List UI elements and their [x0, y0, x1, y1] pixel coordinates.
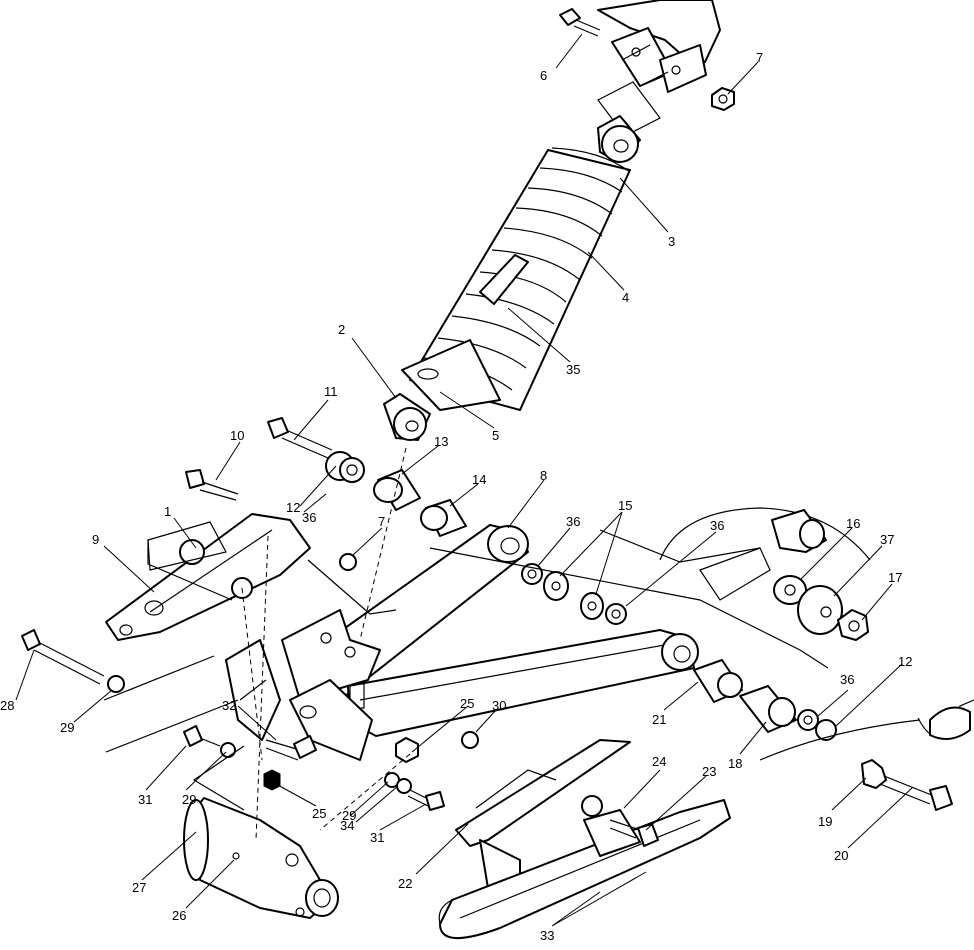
washer-30 — [461, 731, 479, 749]
nut-7-lower — [339, 553, 357, 571]
spacer-24 — [581, 795, 603, 817]
rocker-bracket — [105, 513, 311, 641]
spacer-36-c — [797, 709, 819, 731]
bolt-11 — [267, 417, 333, 459]
washer-29-left — [107, 675, 125, 693]
star-washer-19 — [861, 759, 887, 789]
callout-25-left: 25 — [312, 806, 326, 821]
callout-19: 19 — [818, 814, 832, 829]
spindle-housing — [183, 797, 339, 919]
washer-15-a — [543, 571, 569, 601]
callout-31-left: 31 — [138, 792, 152, 807]
upper-mount-bracket — [597, 0, 721, 137]
bushing-16 — [773, 575, 807, 605]
washer-12-lower — [815, 719, 837, 741]
callout-6: 6 — [540, 68, 547, 83]
callout-15: 15 — [618, 498, 632, 513]
callout-26: 26 — [172, 908, 186, 923]
leader-lines — [15, 33, 913, 927]
adjuster-32 — [265, 735, 317, 761]
callout-3: 3 — [668, 234, 675, 249]
callout-29-mid: 29 — [182, 792, 196, 807]
callout-18: 18 — [728, 756, 742, 771]
washer-15-b — [580, 592, 604, 620]
bracket-right — [759, 699, 974, 761]
spacer-36-a — [521, 563, 543, 585]
callout-9: 9 — [92, 532, 99, 547]
callout-27: 27 — [132, 880, 146, 895]
bolt-10 — [185, 469, 239, 501]
callout-21: 21 — [652, 712, 666, 727]
callout-36-a: 36 — [302, 510, 316, 525]
bolt-6 — [559, 8, 601, 37]
bushing-21 — [693, 659, 743, 703]
shock-absorber — [383, 115, 641, 441]
bolt-28 — [21, 629, 105, 685]
callout-13: 13 — [434, 434, 448, 449]
callout-33: 33 — [540, 928, 554, 943]
callout-24: 24 — [652, 754, 666, 769]
callout-5: 5 — [492, 428, 499, 443]
callout-23: 23 — [702, 764, 716, 779]
callout-20: 20 — [834, 848, 848, 863]
callout-12-upper: 12 — [286, 500, 300, 515]
nut-25-right — [395, 737, 419, 763]
callout-17: 17 — [888, 570, 902, 585]
bushing-14 — [420, 499, 467, 537]
callout-22: 22 — [398, 876, 412, 891]
callout-25-right: 25 — [460, 696, 474, 711]
callout-28: 28 — [0, 698, 14, 713]
bolt-31-left — [183, 725, 221, 747]
callout-29-right: 29 — [342, 808, 356, 823]
callout-32: 32 — [222, 698, 236, 713]
bumper-37 — [797, 585, 843, 635]
callout-11: 11 — [324, 384, 338, 399]
callout-36-c: 36 — [710, 518, 724, 533]
nut-17 — [837, 609, 869, 641]
bushing-13 — [373, 469, 421, 511]
washer-12-upper — [325, 451, 365, 483]
bolt-20 — [879, 775, 953, 811]
nut-25-left — [263, 769, 281, 791]
callout-36-b: 36 — [566, 514, 580, 529]
callout-2: 2 — [338, 322, 345, 337]
bolt-31-right — [407, 789, 445, 811]
bumper-16-top — [771, 509, 827, 553]
callout-36-d: 36 — [840, 672, 854, 687]
callout-10: 10 — [230, 428, 244, 443]
callout-7-upper: 7 — [756, 50, 763, 65]
callout-4: 4 — [622, 290, 629, 305]
callout-labels: 6 7 3 4 35 2 5 11 10 13 14 8 12 36 7 36 … — [0, 50, 912, 943]
callout-34: 34 — [340, 818, 354, 833]
callout-7-lower: 7 — [378, 514, 385, 529]
chassis-outline — [659, 507, 871, 601]
bolt-23 — [609, 819, 659, 847]
washer-29-right — [396, 778, 412, 794]
ski — [438, 799, 731, 940]
callout-8: 8 — [540, 468, 547, 483]
callout-30: 30 — [492, 698, 506, 713]
callout-29-left: 29 — [60, 720, 74, 735]
callout-35: 35 — [566, 362, 580, 377]
callout-16: 16 — [846, 516, 860, 531]
callout-1: 1 — [164, 504, 171, 519]
spacer-36-b — [605, 603, 627, 625]
bushing-18 — [739, 685, 797, 733]
callout-12-lower: 12 — [898, 654, 912, 669]
callout-37: 37 — [880, 532, 894, 547]
assembly-lines — [103, 447, 829, 841]
callout-14: 14 — [472, 472, 486, 487]
callout-31-right: 31 — [370, 830, 384, 845]
